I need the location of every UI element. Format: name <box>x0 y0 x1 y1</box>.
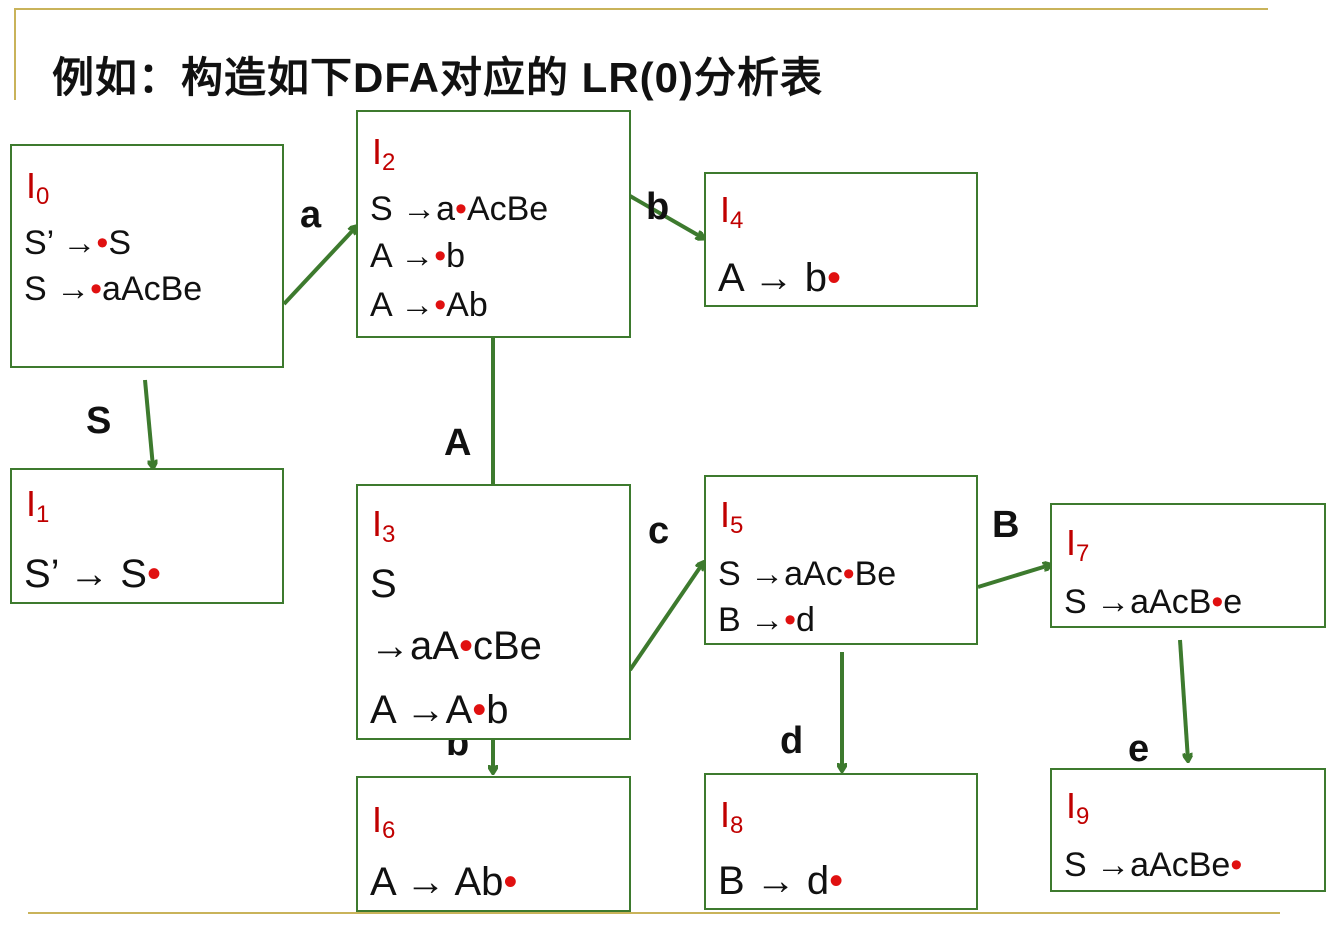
state-box-i3: I3 S →aA•cBe A →A•b <box>356 484 631 740</box>
arrow-i0-i1 <box>143 379 153 467</box>
item-i9-0: S →aAcBe• <box>1064 846 1243 884</box>
state-label-i1: I1 <box>26 483 50 528</box>
edge-label-a: a <box>300 194 322 236</box>
item-i8-0: B → d• <box>718 859 844 903</box>
state-label-i8: I8 <box>720 794 744 839</box>
edge-label-d: d <box>780 720 804 762</box>
edge-label-e: e <box>1128 728 1150 770</box>
state-label-i3: I3 <box>372 503 396 548</box>
item-i2-0: S →a•AcBe <box>370 190 549 228</box>
state-box-i2: I2 S →a•AcBe A →•b A →•Ab <box>356 110 631 338</box>
edge-label-B: B <box>992 504 1020 546</box>
item-i0-0: S’ →•S <box>24 224 132 262</box>
edge-label-c: c <box>648 510 670 552</box>
edge-label-S: S <box>86 400 112 442</box>
item-i5-0: S →aAc•Be <box>718 555 897 593</box>
item-i3-2: A →A•b <box>370 688 509 732</box>
state-box-i8: I8 B → d• <box>704 773 978 910</box>
state-label-i9: I9 <box>1066 785 1090 830</box>
state-box-i0: I0 S’ →•S S →•aAcBe <box>10 144 284 368</box>
state-box-i1: I1 S’ → S• <box>10 468 284 604</box>
edge-label-A: A <box>444 422 472 464</box>
edge-label-b-i2-i4: b <box>646 186 670 228</box>
state-label-i2: I2 <box>372 131 396 176</box>
left-rule <box>14 8 16 100</box>
item-i5-1: B →•d <box>718 601 815 639</box>
state-label-i7: I7 <box>1066 522 1090 567</box>
top-rule <box>14 8 1268 10</box>
item-i4-0: A → b• <box>718 256 841 300</box>
state-label-i0: I0 <box>26 165 50 210</box>
state-label-i4: I4 <box>720 189 744 234</box>
arrow-i5-i7 <box>977 565 1050 589</box>
state-box-i5: I5 S →aAc•Be B →•d <box>704 475 978 645</box>
page-title: 例如：构造如下DFA对应的 LR(0)分析表 <box>52 54 823 101</box>
state-box-i6: I6 A → Ab• <box>356 776 631 912</box>
item-i1-0: S’ → S• <box>24 552 162 596</box>
arrow-i0-i2 <box>282 227 356 306</box>
arrow-i2-i4 <box>629 194 703 238</box>
item-i6-0: A → Ab• <box>370 860 518 904</box>
arrow-i7-i9 <box>1178 639 1188 760</box>
item-i7-0: S →aAcB•e <box>1064 583 1243 621</box>
item-i3-1: →aA•cBe <box>370 624 542 668</box>
state-label-i5: I5 <box>720 494 744 539</box>
item-i0-1: S →•aAcBe <box>24 270 203 308</box>
state-box-i9: I9 S →aAcBe• <box>1050 768 1326 892</box>
item-i2-1: A →•b <box>370 237 466 275</box>
bottom-rule <box>28 912 1280 914</box>
item-i3-0: S <box>370 562 397 606</box>
state-box-i4: I4 A → b• <box>704 172 978 307</box>
state-box-i7: I7 S →aAcB•e <box>1050 503 1326 628</box>
arrow-i3-i5 <box>628 563 703 672</box>
state-label-i6: I6 <box>372 799 396 844</box>
item-i2-2: A →•Ab <box>370 286 488 324</box>
